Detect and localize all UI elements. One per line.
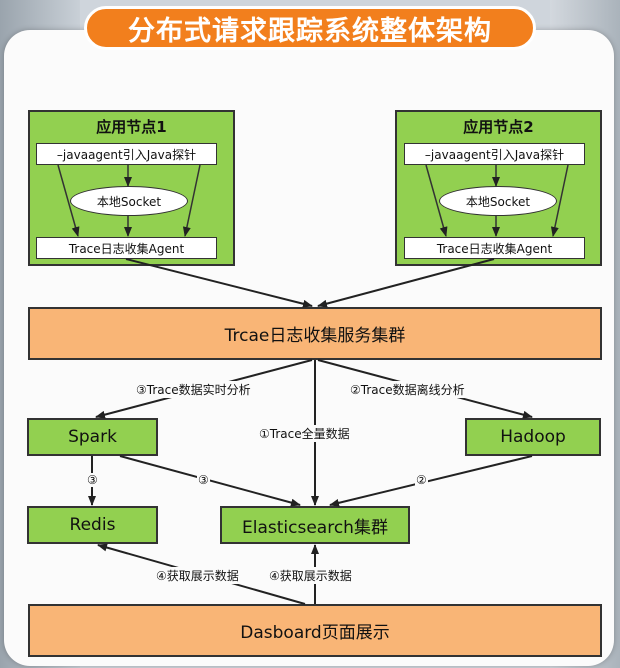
label-fetch-es: ④获取展示数据 xyxy=(268,567,353,584)
label-spark-redis: ③ xyxy=(86,473,99,487)
label-fetch-redis: ④获取展示数据 xyxy=(155,567,240,584)
label-spark-es: ③ xyxy=(197,473,210,487)
label-hadoop-es: ② xyxy=(415,473,428,487)
label-offline-analysis: ②Trace数据离线分析 xyxy=(349,381,466,398)
label-realtime-analysis: ③Trace数据实时分析 xyxy=(135,381,252,398)
label-full-data: ①Trace全量数据 xyxy=(258,425,351,442)
